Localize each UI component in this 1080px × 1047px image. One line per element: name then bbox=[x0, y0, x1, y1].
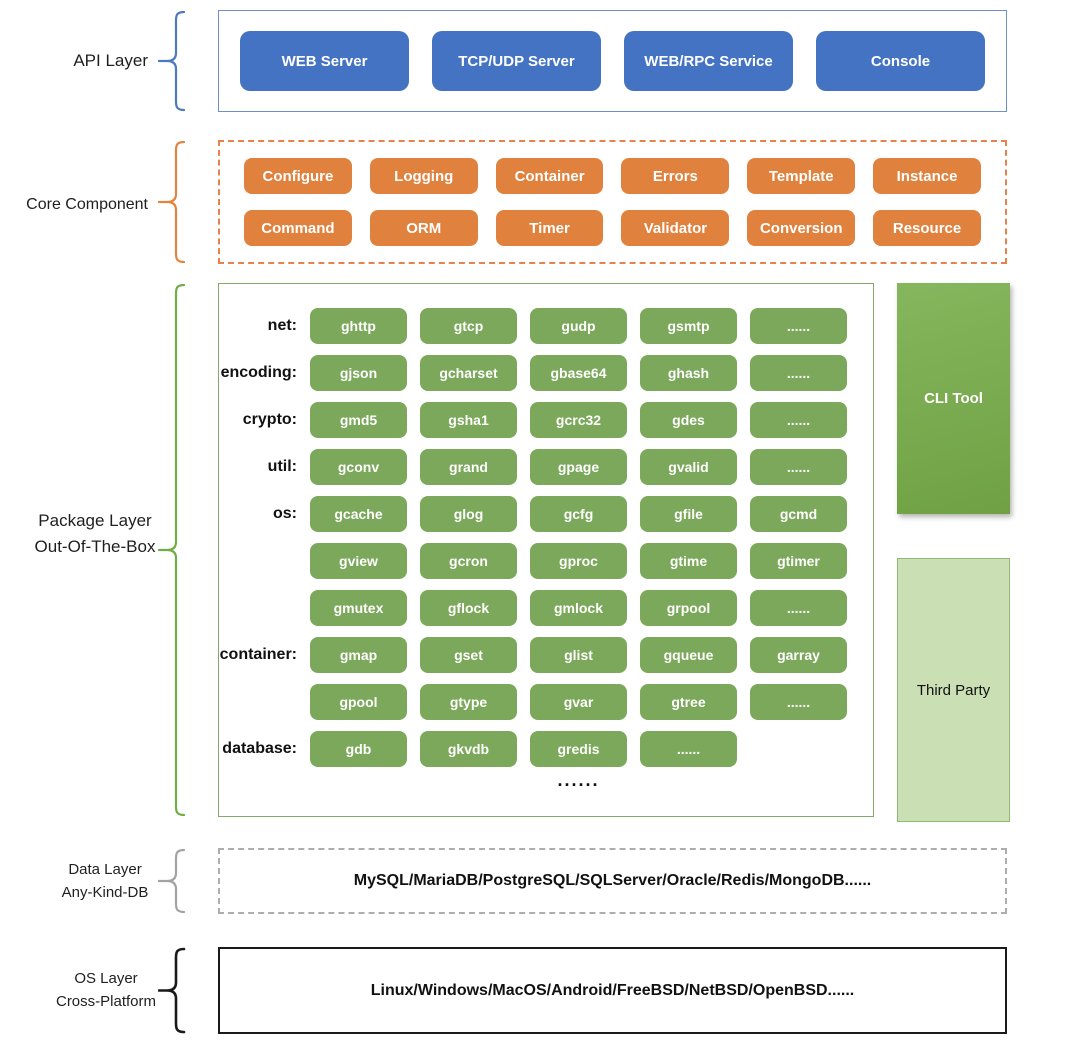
package-layer-box: net: ghttp gtcp gudp gsmtp...... encoding: gjs… bbox=[218, 283, 874, 817]
package-node: grpool bbox=[640, 590, 737, 626]
api-node: WEB Server bbox=[240, 31, 409, 91]
core-node: Logging bbox=[369, 158, 478, 194]
core-component-row: Command ORM Timer Validator Conversion Resour… bbox=[244, 210, 981, 246]
package-category-label: net: bbox=[267, 317, 297, 334]
os-layer-label: OS Layer Cross-Platform bbox=[31, 967, 181, 1013]
package-node: gcrc32 bbox=[530, 402, 627, 438]
package-node: gflock bbox=[420, 590, 517, 626]
api-node: Console bbox=[816, 31, 985, 91]
package-node: gdes bbox=[640, 402, 737, 438]
package-node: gconv bbox=[310, 449, 407, 485]
package-node: ...... bbox=[750, 590, 847, 626]
os-layer-label-line1: OS Layer bbox=[74, 970, 138, 987]
core-node: Errors bbox=[621, 158, 730, 194]
package-node: grand bbox=[420, 449, 517, 485]
package-node: gmd5 bbox=[310, 402, 407, 438]
package-node: gbase64 bbox=[530, 355, 627, 391]
package-node: gtime bbox=[640, 543, 737, 579]
package-node: glist bbox=[530, 637, 627, 673]
core-component-brace bbox=[158, 140, 186, 264]
package-layer-label-line2: Out-Of-The-Box bbox=[34, 537, 156, 556]
package-node: gmap bbox=[310, 637, 407, 673]
package-node: gvar bbox=[530, 684, 627, 720]
package-node: glog bbox=[420, 496, 517, 532]
more-packages-indicator: ...... bbox=[557, 770, 600, 790]
data-layer-label: Data Layer Any-Kind-DB bbox=[30, 858, 180, 904]
core-node: ORM bbox=[369, 210, 478, 246]
os-layer-box: Linux/Windows/MacOS/Android/FreeBSD/NetB… bbox=[218, 947, 1007, 1034]
package-node: gmutex bbox=[310, 590, 407, 626]
package-node: garray bbox=[750, 637, 847, 673]
package-node: ghttp bbox=[310, 308, 407, 344]
package-node: gfile bbox=[640, 496, 737, 532]
package-node: gtype bbox=[420, 684, 517, 720]
package-node: gpool bbox=[310, 684, 407, 720]
package-node: gredis bbox=[530, 731, 627, 767]
core-node: Validator bbox=[621, 210, 730, 246]
package-node: gsmtp bbox=[640, 308, 737, 344]
core-node: Configure bbox=[244, 158, 352, 194]
core-node: Template bbox=[747, 158, 856, 194]
data-layer-label-line1: Data Layer bbox=[68, 861, 142, 878]
package-node: gcron bbox=[420, 543, 517, 579]
package-grid: net: ghttp gtcp gudp gsmtp...... encoding: gjs… bbox=[219, 308, 847, 767]
package-node: gmlock bbox=[530, 590, 627, 626]
core-node: Container bbox=[495, 158, 604, 194]
package-category-label: os: bbox=[273, 505, 297, 522]
package-node: gqueue bbox=[640, 637, 737, 673]
package-node: gcmd bbox=[750, 496, 847, 532]
package-node: gudp bbox=[530, 308, 627, 344]
package-node: gcache bbox=[310, 496, 407, 532]
third-party-box: Third Party bbox=[897, 558, 1010, 822]
package-node: ghash bbox=[640, 355, 737, 391]
os-layer-brace bbox=[158, 947, 186, 1034]
os-layer-label-line2: Cross-Platform bbox=[55, 993, 156, 1010]
package-node: ...... bbox=[750, 402, 847, 438]
data-layer-brace bbox=[158, 848, 186, 914]
data-layer-box: MySQL/MariaDB/PostgreSQL/SQLServer/Oracl… bbox=[218, 848, 1007, 914]
package-node: ...... bbox=[750, 308, 847, 344]
api-layer-brace bbox=[158, 10, 186, 112]
package-node: gsha1 bbox=[420, 402, 517, 438]
package-node: gdb bbox=[310, 731, 407, 767]
package-node: gview bbox=[310, 543, 407, 579]
core-node: Conversion bbox=[747, 210, 856, 246]
package-layer-label: Package Layer Out-Of-The-Box bbox=[20, 508, 170, 560]
package-layer-brace bbox=[158, 283, 186, 817]
package-node: gkvdb bbox=[420, 731, 517, 767]
core-component-row: Configure Logging Container Errors Template I… bbox=[244, 158, 981, 194]
package-category-label: encoding: bbox=[220, 364, 297, 381]
core-node: Timer bbox=[495, 210, 604, 246]
data-layer-label-line2: Any-Kind-DB bbox=[61, 884, 149, 901]
package-node: gjson bbox=[310, 355, 407, 391]
core-node: Instance bbox=[873, 158, 981, 194]
package-category-label: crypto: bbox=[242, 411, 297, 428]
core-component-box: Configure Logging Container Errors Template I… bbox=[218, 140, 1007, 264]
package-category-label: util: bbox=[267, 458, 297, 475]
cli-tool-box: CLI Tool bbox=[897, 283, 1010, 514]
package-node: gtree bbox=[640, 684, 737, 720]
package-category-label: database: bbox=[222, 740, 297, 757]
package-node: gtcp bbox=[420, 308, 517, 344]
package-node: ...... bbox=[750, 449, 847, 485]
package-node: ...... bbox=[750, 684, 847, 720]
core-node: Command bbox=[244, 210, 352, 246]
api-layer-box: WEB Server TCP/UDP Server WEB/RPC Service C… bbox=[218, 10, 1007, 112]
package-node: ...... bbox=[750, 355, 847, 391]
package-node: ...... bbox=[640, 731, 737, 767]
package-category-label: container: bbox=[219, 646, 297, 663]
core-node: Resource bbox=[873, 210, 981, 246]
core-component-label: Core Component bbox=[26, 196, 148, 213]
api-layer-label: API Layer bbox=[73, 51, 148, 70]
package-node: gset bbox=[420, 637, 517, 673]
package-node: gcfg bbox=[530, 496, 627, 532]
package-layer-label-line1: Package Layer bbox=[38, 511, 152, 530]
package-node: gvalid bbox=[640, 449, 737, 485]
package-node: gproc bbox=[530, 543, 627, 579]
api-node: WEB/RPC Service bbox=[624, 31, 793, 91]
package-node: gcharset bbox=[420, 355, 517, 391]
package-node: gtimer bbox=[750, 543, 847, 579]
api-node: TCP/UDP Server bbox=[432, 31, 601, 91]
package-node: gpage bbox=[530, 449, 627, 485]
